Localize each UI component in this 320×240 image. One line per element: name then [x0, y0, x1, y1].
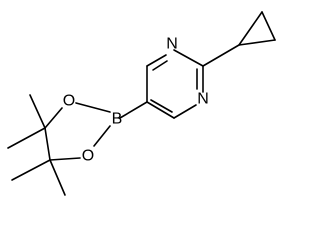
bond-c6-n1 [146, 54, 167, 67]
atom-label-o-upper: O [63, 93, 75, 110]
bond-c5-b [119, 101, 148, 119]
bond-methyl-2 [29, 94, 46, 129]
bond-methyl-4 [49, 159, 66, 196]
chemical-structure: N N B O O [7, 11, 276, 196]
bond-o-upper-c [44, 107, 63, 129]
bond-c-c-ring [44, 127, 51, 161]
atom-label-n-bottom: N [197, 91, 209, 108]
pyrimidine-ring [146, 49, 204, 119]
bond-b-o-lower [93, 125, 111, 147]
pinacol-boronate-group [7, 94, 148, 196]
bond-b-o-upper [75, 102, 111, 113]
cyclopropyl-group [202, 11, 276, 67]
bond-cp-c [238, 39, 276, 46]
atom-label-n-top: N [166, 36, 178, 53]
bond-c4-c5-inner [150, 99, 173, 113]
atom-label-o-lower: O [82, 148, 94, 165]
bond-n1-c2 [173, 49, 204, 67]
atom-label-boron: B [112, 111, 123, 128]
bond-o-lower-c [49, 157, 81, 161]
bond-n3-c4 [173, 104, 197, 119]
bond-cp-b [261, 11, 276, 41]
bond-cp-a [238, 11, 263, 46]
bond-methyl-3 [11, 159, 51, 181]
bond-c6-n1-inner [152, 60, 168, 71]
bond-methyl-1 [7, 127, 46, 149]
bond-c4-c5 [146, 101, 175, 119]
bond-c2-cyclopropyl [202, 44, 240, 67]
